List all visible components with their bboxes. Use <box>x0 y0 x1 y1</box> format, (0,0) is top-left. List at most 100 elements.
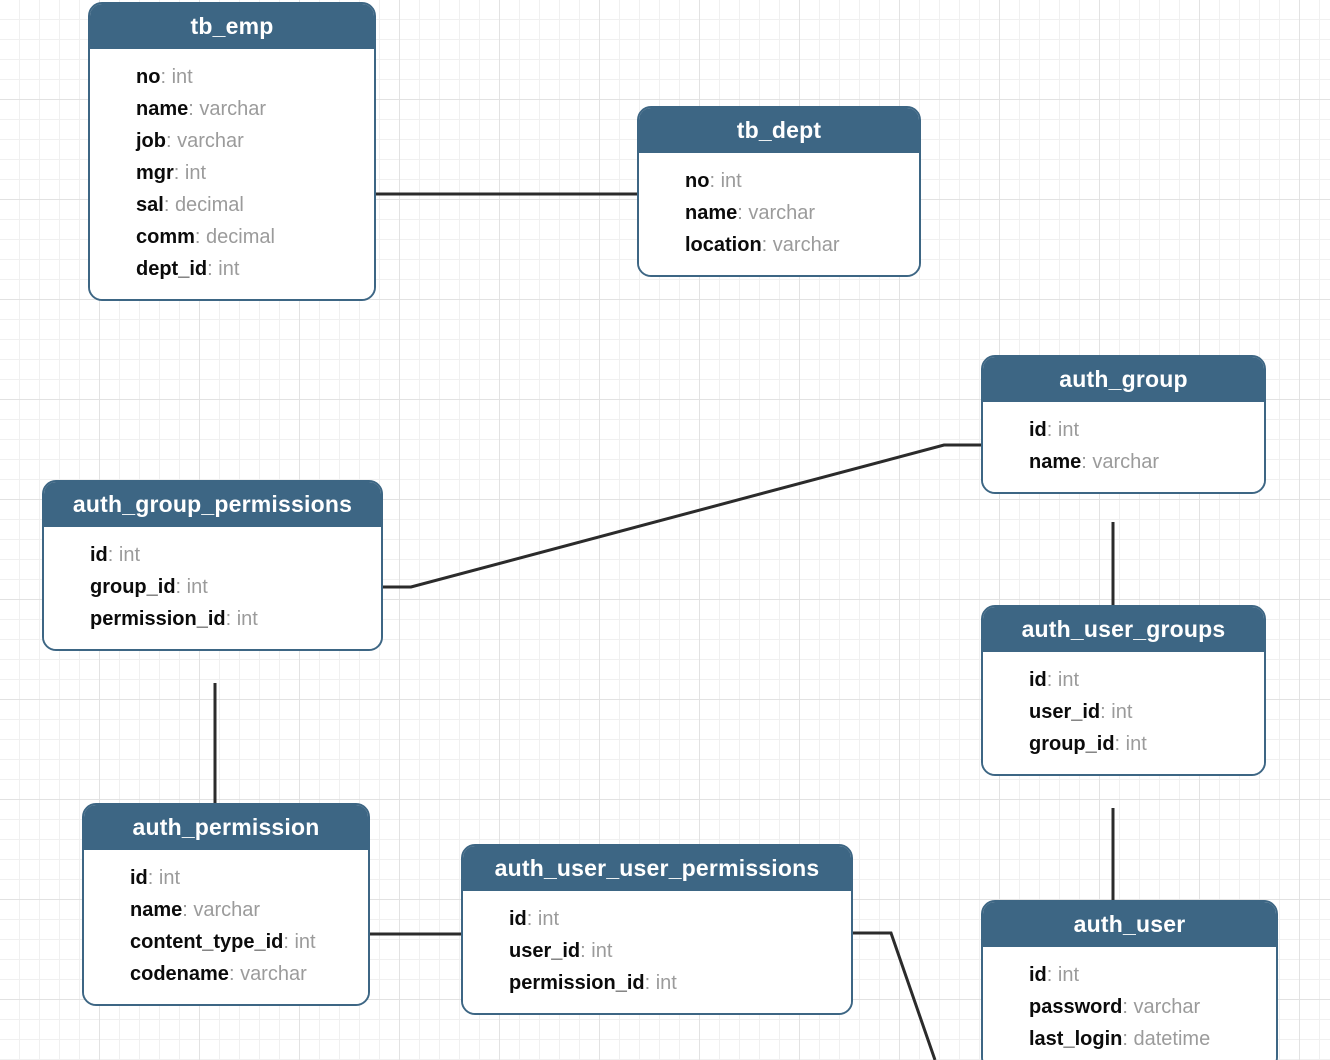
field-row: codename: varchar <box>84 958 368 990</box>
field-name: no <box>685 170 710 193</box>
entity-title-tb_dept: tb_dept <box>639 108 919 154</box>
entity-title-auth_group_permissions: auth_group_permissions <box>44 482 381 528</box>
field-separator: : <box>107 544 119 567</box>
field-name: password <box>1029 996 1123 1019</box>
field-type: decimal <box>174 194 244 217</box>
field-type: int <box>171 66 193 89</box>
field-name: dept_id <box>136 258 208 281</box>
entity-title-auth_user_user_permissions: auth_user_user_permissions <box>463 846 851 892</box>
field-separator: : <box>1046 419 1058 442</box>
field-type: varchar <box>1092 451 1160 474</box>
field-name: group_id <box>90 576 176 599</box>
field-separator: : <box>761 234 773 257</box>
field-name: permission_id <box>509 972 645 995</box>
field-type: varchar <box>772 234 840 257</box>
field-name: id <box>90 544 108 567</box>
field-type: int <box>186 576 208 599</box>
field-separator: : <box>709 170 721 193</box>
field-row: name: varchar <box>84 894 368 926</box>
field-type: varchar <box>199 98 267 121</box>
field-separator: : <box>1100 701 1112 724</box>
field-type: int <box>1125 733 1147 756</box>
field-separator: : <box>644 972 656 995</box>
field-separator: : <box>1122 996 1134 1019</box>
field-name: job <box>136 130 166 153</box>
field-row: last_login: datetime <box>983 1023 1276 1055</box>
field-name: name <box>136 98 189 121</box>
field-name: group_id <box>1029 733 1115 756</box>
field-name: id <box>1029 964 1047 987</box>
field-name: mgr <box>136 162 174 185</box>
field-type: int <box>158 867 181 890</box>
field-type: varchar <box>193 899 261 922</box>
field-row: id: int <box>44 539 381 571</box>
field-row: id: int <box>463 903 851 935</box>
field-row: sal: decimal <box>90 189 374 221</box>
field-row: mgr: int <box>90 157 374 189</box>
field-separator: : <box>580 940 592 963</box>
field-separator: : <box>166 130 178 153</box>
entity-title-auth_user: auth_user <box>983 902 1276 948</box>
field-separator: : <box>526 908 538 931</box>
field-row: id: int <box>983 414 1264 446</box>
field-separator: : <box>1114 733 1126 756</box>
field-type: int <box>1057 419 1080 442</box>
field-separator: : <box>1122 1028 1134 1051</box>
relationship-line-auth_user_user_permissions-auth_user <box>853 931 937 1060</box>
field-row: comm: decimal <box>90 221 374 253</box>
field-type: varchar <box>1133 996 1201 1019</box>
field-row: id: int <box>84 862 368 894</box>
field-type: varchar <box>748 202 816 225</box>
field-separator: : <box>225 608 237 631</box>
field-name: id <box>1029 419 1047 442</box>
field-row: user_id: int <box>983 696 1264 728</box>
field-type: int <box>236 608 258 631</box>
field-separator: : <box>147 867 159 890</box>
field-row: group_id: int <box>983 728 1264 760</box>
field-row: password: varchar <box>983 991 1276 1023</box>
field-type: datetime <box>1133 1028 1211 1051</box>
field-type: int <box>720 170 742 193</box>
field-type: varchar <box>240 963 307 986</box>
field-separator: : <box>1081 451 1093 474</box>
field-row: id: int <box>983 959 1276 991</box>
field-type: int <box>294 931 316 954</box>
field-type: int <box>1057 669 1080 692</box>
field-row: location: varchar <box>639 229 919 261</box>
field-row: group_id: int <box>44 571 381 603</box>
field-separator: : <box>175 576 187 599</box>
field-row: no: int <box>639 165 919 197</box>
entity-title-tb_emp: tb_emp <box>90 4 374 50</box>
field-separator: : <box>194 226 207 249</box>
field-separator: : <box>737 202 749 225</box>
field-row: name: varchar <box>983 446 1264 478</box>
field-name: id <box>509 908 527 931</box>
field-name: comm <box>136 226 195 249</box>
field-separator: : <box>207 258 219 281</box>
field-type: int <box>118 544 141 567</box>
relationship-line-auth_group_permissions-auth_group <box>383 443 981 589</box>
field-name: permission_id <box>90 608 226 631</box>
field-type: int <box>591 940 613 963</box>
field-type: int <box>184 162 207 185</box>
field-row: permission_id: int <box>463 967 851 999</box>
field-separator: : <box>228 963 241 986</box>
field-type: int <box>1111 701 1133 724</box>
field-name: codename <box>130 963 229 986</box>
field-name: id <box>1029 669 1047 692</box>
field-separator: : <box>1046 669 1058 692</box>
